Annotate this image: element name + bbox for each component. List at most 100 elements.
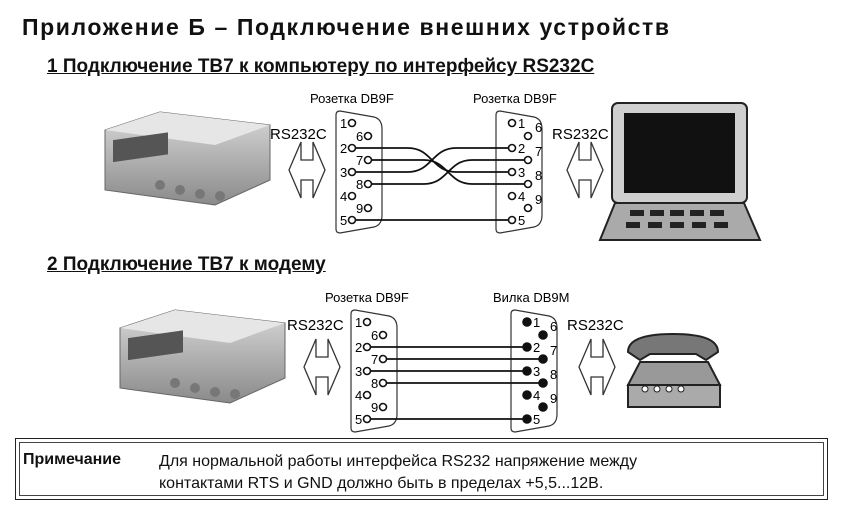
pin-1: [522, 317, 532, 327]
pin-number: 1: [518, 116, 525, 131]
pin-6: [523, 131, 533, 141]
pin-number: 7: [535, 144, 542, 159]
pin-number: 2: [355, 340, 362, 355]
pin-4: [347, 191, 357, 201]
connector-label: Розетка DB9F: [325, 290, 409, 305]
pin-number: 9: [535, 192, 542, 207]
pin-2: [347, 143, 357, 153]
wire-8-7: [372, 159, 524, 185]
note-line: контактами RTS и GND должно быть в преде…: [159, 475, 604, 492]
double-arrow-icon: [303, 338, 341, 396]
pin-number: 7: [356, 153, 363, 168]
pin-number: 2: [340, 141, 347, 156]
pin-number: 8: [550, 367, 557, 382]
rs232c-label: RS232C: [567, 317, 624, 334]
pin-8: [523, 179, 533, 189]
double-arrow-icon: [578, 338, 616, 396]
pin-7: [378, 354, 388, 364]
computer-icon: [598, 102, 762, 241]
pin-number: 8: [535, 168, 542, 183]
pin-number: 5: [518, 213, 525, 228]
modem-phone-icon: [626, 332, 722, 408]
pin-4: [522, 390, 532, 400]
pin-number: 4: [355, 388, 362, 403]
pin-number: 8: [371, 376, 378, 391]
pin-number: 5: [340, 213, 347, 228]
double-arrow-icon: [566, 141, 604, 199]
pin-1: [347, 118, 357, 128]
pin-9: [363, 203, 373, 213]
pin-5: [522, 414, 532, 424]
pin-3: [507, 167, 517, 177]
pin-number: 9: [550, 391, 557, 406]
pin-3: [522, 366, 532, 376]
db9-connector: [510, 309, 558, 433]
pin-1: [507, 118, 517, 128]
pin-number: 3: [518, 165, 525, 180]
double-arrow-icon: [288, 141, 326, 199]
pin-number: 6: [356, 129, 363, 144]
pin-9: [538, 402, 548, 412]
pin-4: [507, 191, 517, 201]
pin-number: 2: [518, 141, 525, 156]
pin-6: [378, 330, 388, 340]
pin-7: [363, 155, 373, 165]
connector-label: Вилка DB9M: [493, 290, 569, 305]
pin-8: [363, 179, 373, 189]
pin-number: 9: [356, 201, 363, 216]
rs232c-label: RS232C: [270, 126, 327, 143]
note-box: Примечание Для нормальной работы интерфе…: [15, 438, 828, 500]
rs232c-label: RS232C: [552, 126, 609, 143]
tv7-device-image: [104, 111, 271, 206]
pin-number: 9: [371, 400, 378, 415]
pin-number: 6: [535, 120, 542, 135]
note-line: Для нормальной работы интерфейса RS232 н…: [159, 453, 638, 470]
page-title: Приложение Б – Подключение внешних устро…: [22, 14, 671, 40]
pin-7: [538, 354, 548, 364]
pin-number: 4: [533, 388, 540, 403]
pin-3: [362, 366, 372, 376]
pin-8: [378, 378, 388, 388]
pin-number: 5: [355, 412, 362, 427]
pin-number: 8: [356, 177, 363, 192]
pin-number: 7: [371, 352, 378, 367]
pin-5: [507, 215, 517, 225]
pin-8: [538, 378, 548, 388]
connector-label: Розетка DB9F: [473, 91, 557, 106]
pin-2: [507, 143, 517, 153]
pin-4: [362, 390, 372, 400]
section1-heading: 1 Подключение ТВ7 к компьютеру по интерф…: [47, 56, 595, 77]
pin-2: [522, 342, 532, 352]
pin-9: [378, 402, 388, 412]
rs232c-label: RS232C: [287, 317, 344, 334]
pin-7: [523, 155, 533, 165]
pin-number: 7: [550, 343, 557, 358]
pin-number: 6: [550, 319, 557, 334]
pin-6: [363, 131, 373, 141]
note-text: Для нормальной работы интерфейса RS232 н…: [159, 451, 637, 495]
pin-number: 5: [533, 412, 540, 427]
pin-number: 3: [355, 364, 362, 379]
note-label: Примечание: [23, 451, 122, 468]
pin-1: [362, 317, 372, 327]
pin-number: 4: [518, 189, 525, 204]
pin-3: [347, 167, 357, 177]
db9-connector: [495, 110, 543, 234]
wire-3-2: [356, 147, 508, 173]
pin-9: [523, 203, 533, 213]
pin-6: [538, 330, 548, 340]
pin-number: 1: [533, 315, 540, 330]
pin-number: 3: [340, 165, 347, 180]
pin-number: 6: [371, 328, 378, 343]
section2-heading: 2 Подключение ТВ7 к модему: [47, 254, 326, 275]
pin-5: [347, 215, 357, 225]
pin-number: 1: [340, 116, 347, 131]
pin-number: 1: [355, 315, 362, 330]
pin-number: 2: [533, 340, 540, 355]
tv7-device-image: [119, 309, 286, 404]
pin-5: [362, 414, 372, 424]
pin-number: 3: [533, 364, 540, 379]
pin-2: [362, 342, 372, 352]
pin-number: 4: [340, 189, 347, 204]
